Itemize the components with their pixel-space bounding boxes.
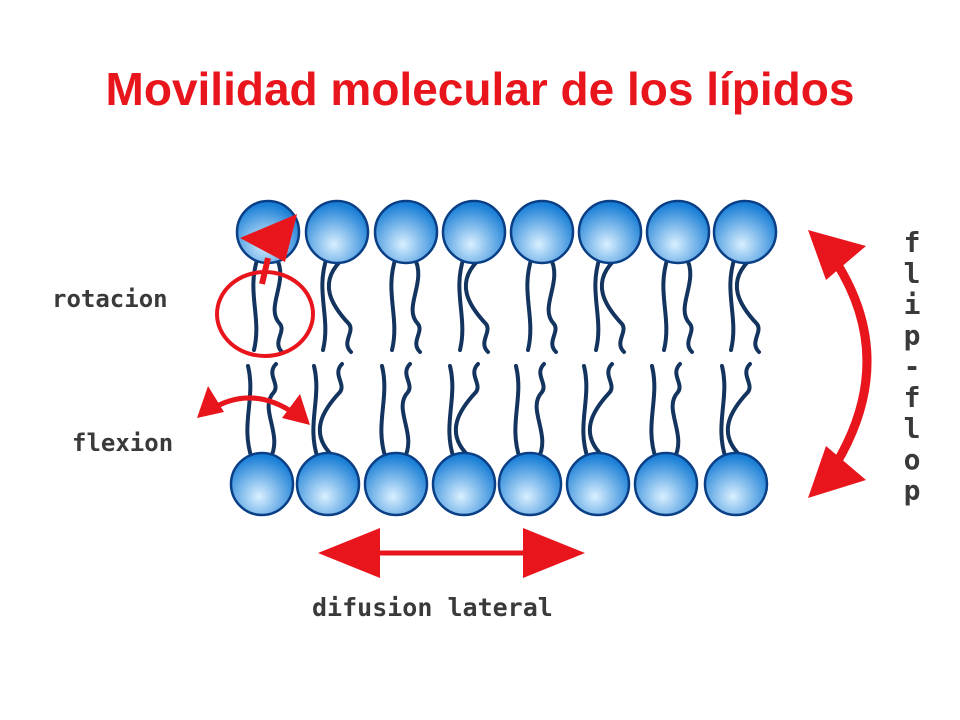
inner-lipid-tail (534, 362, 546, 461)
lateral-diffusion-label: difusion lateral (312, 593, 553, 622)
outer-lipid-tail (525, 255, 534, 352)
membrane-heads (229, 199, 778, 517)
flipflop-letter: p (904, 474, 921, 507)
flipflop-letter: p (904, 319, 921, 352)
flipflop-letter: f (904, 381, 921, 414)
outer-lipid-head (645, 199, 711, 265)
inner-lipid-tail (311, 364, 320, 461)
outer-lipid-tail (389, 255, 398, 352)
outer-lipid-tail (734, 255, 761, 354)
inner-lipid-tail (670, 362, 682, 461)
inner-lipid-tail (725, 362, 752, 461)
inner-lipid-head (497, 451, 563, 517)
flipflop-letter: - (904, 350, 921, 383)
flipflop-letter: o (904, 443, 921, 476)
outer-lipid-tail (599, 255, 626, 354)
inner-lipid-tail (266, 362, 278, 461)
outer-lipid-tail (593, 255, 602, 352)
flipflop-arrowhead-top (808, 230, 866, 280)
outer-lipid-head (577, 199, 643, 265)
outer-lipid-head (712, 199, 778, 265)
inner-lipid-tail (379, 364, 388, 461)
outer-lipid-tail (546, 255, 558, 354)
inner-lipid-tail (649, 364, 658, 461)
flipflop-letter: i (904, 288, 921, 321)
outer-lipid-head (373, 199, 439, 265)
outer-lipid-tail (728, 255, 737, 352)
flexion-label: flexion (72, 429, 173, 457)
inner-lipid-head (431, 451, 497, 517)
outer-lipid-tail (682, 255, 694, 354)
inner-lipid-head (229, 451, 295, 517)
inner-lipid-tail (587, 362, 614, 461)
outer-lipid-tail (320, 255, 329, 352)
rotation-arrowhead (240, 214, 297, 262)
inner-lipid-tail (513, 364, 522, 461)
outer-lipid-tail (272, 255, 284, 354)
inner-lipid-head (295, 451, 361, 517)
inner-lipid-head (633, 451, 699, 517)
rotation-arrow (259, 257, 271, 285)
outer-lipid-head (441, 199, 507, 265)
inner-lipid-tail (447, 364, 456, 461)
outer-lipid-tail (463, 255, 490, 354)
inner-lipid-tail (581, 364, 590, 461)
lateral-arrowhead-left (318, 528, 380, 578)
outer-lipid-head (509, 199, 575, 265)
flipflop-arrowhead-bottom (808, 446, 866, 498)
inner-lipid-tail (317, 362, 344, 461)
rotation-label: rotacion (52, 285, 168, 313)
flipflop-letter: l (904, 257, 921, 290)
rotation-circle (215, 270, 315, 358)
outer-lipid-tail (410, 255, 422, 354)
inner-lipid-tail (400, 362, 412, 461)
flexion-arrowhead-right (282, 394, 310, 425)
membrane-tails (245, 255, 761, 461)
inner-lipid-head (565, 451, 631, 517)
flexion-arrowhead-left (197, 386, 224, 418)
outer-lipid-tail (326, 255, 353, 354)
lateral-arrowhead-right (523, 528, 585, 578)
inner-lipid-head (363, 451, 429, 517)
inner-lipid-tail (719, 364, 728, 461)
outer-lipid-tail (251, 255, 260, 352)
inner-lipid-tail (453, 362, 480, 461)
flipflop-letter: f (904, 226, 921, 259)
inner-lipid-tail (245, 364, 254, 461)
flipflop-letter: l (904, 412, 921, 445)
inner-lipid-head (703, 451, 769, 517)
outer-lipid-head (304, 199, 370, 265)
page-title: Movilidad molecular de los lípidos (105, 63, 855, 115)
outer-lipid-tail (457, 255, 466, 352)
flipflop-arrow (832, 259, 872, 467)
outer-lipid-tail (661, 255, 670, 352)
